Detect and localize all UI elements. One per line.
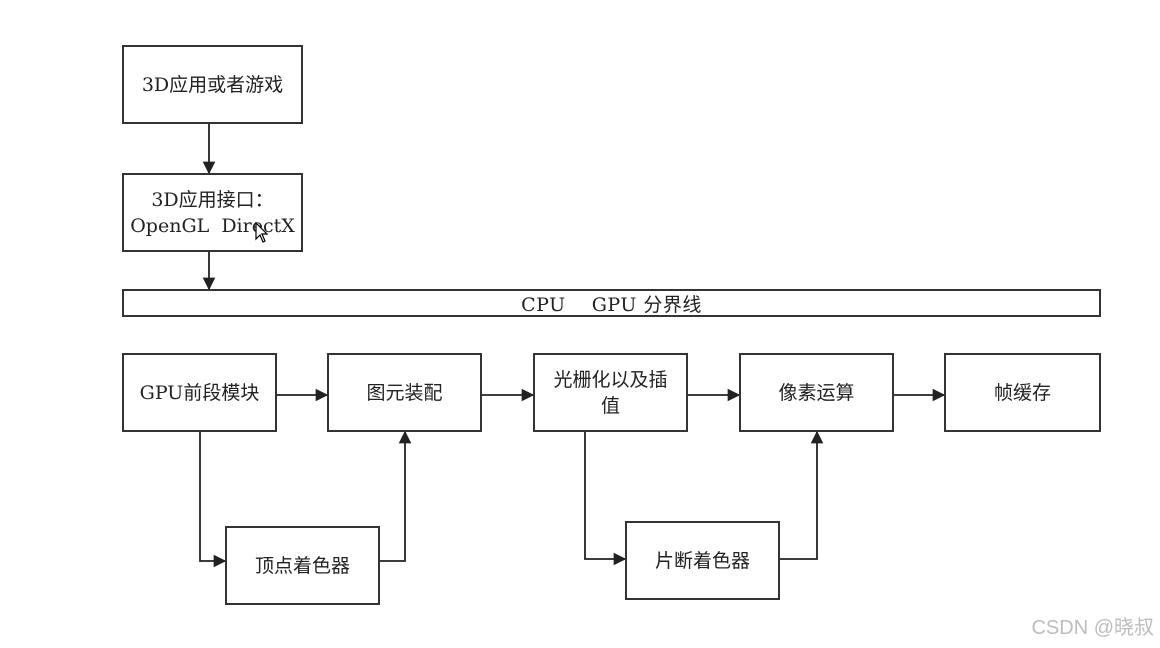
node-rasterization: 光栅化以及插 值 [533, 353, 688, 432]
node-label-line: 片断着色器 [654, 549, 750, 572]
node-label-line: 顶点着色器 [254, 554, 350, 577]
node-gpu-front-module: GPU前段模块 [122, 353, 277, 432]
node-label-line: 光栅化以及插 [553, 368, 668, 391]
node-3d-api: 3D应用接口： OpenGL DirectX [122, 173, 303, 252]
node-pixel-operations: 像素运算 [739, 353, 894, 432]
node-vertex-shader: 顶点着色器 [225, 526, 380, 605]
node-frame-buffer: 帧缓存 [944, 353, 1101, 432]
node-label-line: GPU前段模块 [139, 381, 260, 404]
watermark: CSDN @晓叔 [1031, 617, 1154, 639]
node-primitive-assembly: 图元装配 [327, 353, 482, 432]
node-label-line: 3D应用接口： [151, 188, 274, 211]
cpu-gpu-divider: CPU GPU 分界线 [122, 289, 1101, 317]
divider-label: CPU GPU 分界线 [521, 293, 702, 316]
arrow-raster-to-fragment [584, 432, 627, 566]
node-label-line: OpenGL DirectX [130, 214, 295, 237]
node-label-line: 3D应用或者游戏 [141, 73, 284, 96]
arrow-vertex-to-assembly [380, 430, 412, 562]
node-label-line: 像素运算 [778, 381, 855, 404]
node-fragment-shader: 片断着色器 [625, 521, 780, 600]
arrow-fragment-to-pixel [780, 430, 824, 560]
mouse-cursor-icon [255, 222, 269, 243]
node-3d-app: 3D应用或者游戏 [122, 45, 303, 124]
node-label-line: 帧缓存 [993, 381, 1051, 404]
node-label-line: 图元装配 [366, 381, 443, 404]
arrow-gpu_front-to-vertex [199, 432, 227, 568]
node-label-line: 值 [600, 394, 620, 417]
